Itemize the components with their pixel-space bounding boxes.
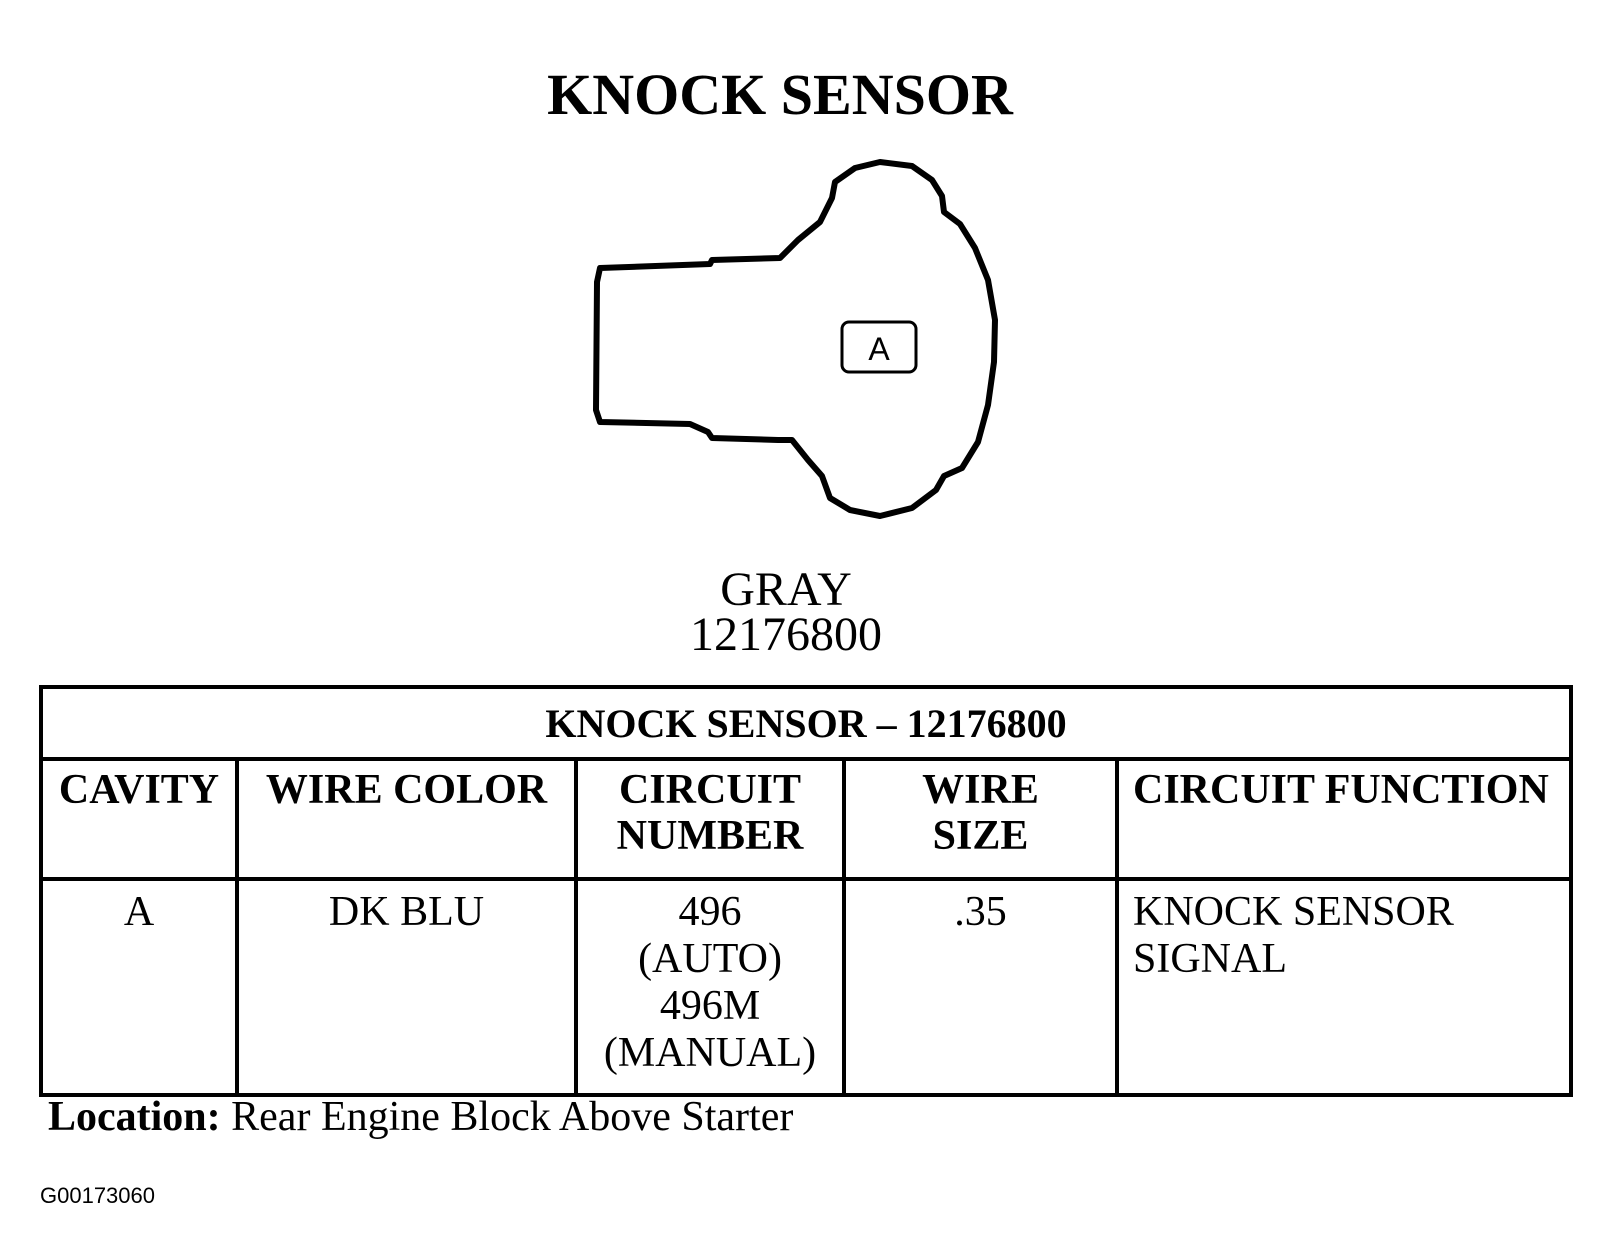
circuit-number-line: (MANUAL) <box>603 1030 817 1076</box>
connector-part-number: 12176800 <box>690 608 882 661</box>
location-text: Rear Engine Block Above Starter <box>220 1094 794 1140</box>
circuit-function-line: SIGNAL <box>1133 936 1287 982</box>
cell-cavity: A <box>39 877 239 1097</box>
connector-color: GRAY <box>720 563 852 616</box>
header-wire-size: WIRE SIZE <box>842 757 1119 881</box>
table-caption: KNOCK SENSOR – 12176800 <box>38 685 1574 761</box>
pinout-table: KNOCK SENSOR – 12176800 CAVITY WIRE COLO… <box>38 685 1574 1097</box>
circuit-number-line: (AUTO) <box>638 936 782 982</box>
header-circuit-number-line: NUMBER <box>616 813 804 859</box>
cell-wire-color: DK BLU <box>235 877 578 1097</box>
connector-outline <box>593 159 998 519</box>
cell-circuit-number: 496 (AUTO) 496M (MANUAL) <box>574 877 846 1097</box>
location-label: Location: <box>48 1094 221 1140</box>
circuit-number-line: 496M <box>659 983 761 1029</box>
diagram-title: KNOCK SENSOR <box>547 62 1013 127</box>
cavity-label: A <box>868 331 890 367</box>
header-circuit-number-line: CIRCUIT <box>618 767 802 813</box>
cell-wire-size: .35 <box>842 877 1119 1097</box>
header-wire-size-line: SIZE <box>932 813 1029 859</box>
table-caption-row: KNOCK SENSOR – 12176800 <box>38 685 1574 761</box>
location-note: Location: Rear Engine Block Above Starte… <box>48 1093 793 1141</box>
table-row: A DK BLU 496 (AUTO) 496M (MANUAL) .35 KN… <box>39 877 1574 1097</box>
header-circuit-number: CIRCUIT NUMBER <box>574 757 846 881</box>
figure-id: G00173060 <box>40 1183 155 1208</box>
circuit-number-line: 496 <box>678 889 742 935</box>
header-wire-color: WIRE COLOR <box>235 757 578 881</box>
header-cavity: CAVITY <box>39 757 239 881</box>
table-header-row: CAVITY WIRE COLOR CIRCUIT NUMBER WIRE SI… <box>39 757 1574 881</box>
cavity-box <box>840 320 918 374</box>
header-wire-size-line: WIRE <box>922 767 1039 813</box>
header-circuit-function: CIRCUIT FUNCTION <box>1114 757 1574 881</box>
cell-circuit-function: KNOCK SENSOR SIGNAL <box>1114 877 1574 1097</box>
circuit-function-line: KNOCK SENSOR <box>1133 889 1454 935</box>
